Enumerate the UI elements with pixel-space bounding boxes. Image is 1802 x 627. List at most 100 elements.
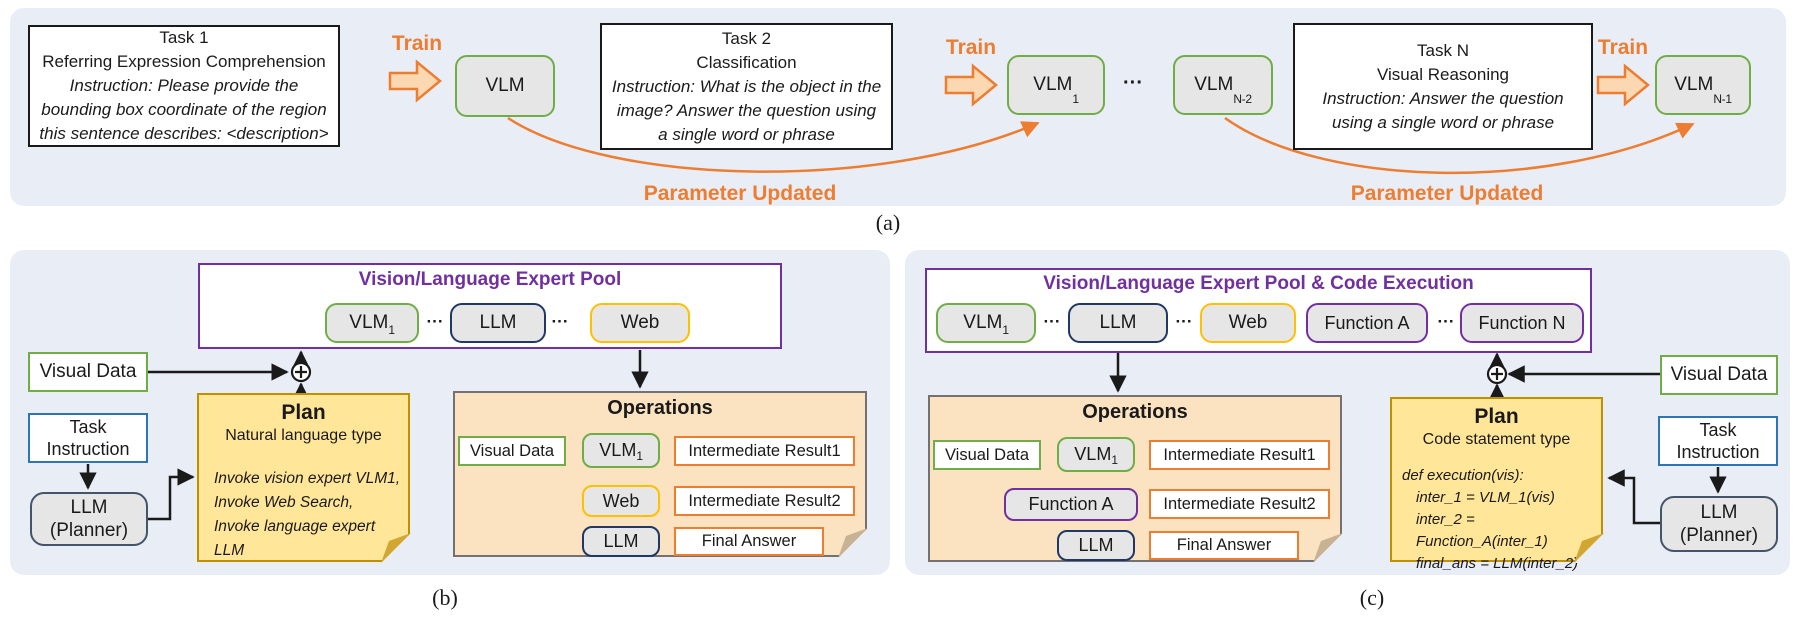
caption-b: (b) xyxy=(432,585,458,610)
planner-line1: LLM xyxy=(70,497,108,518)
train-block-arrow-2 xyxy=(944,63,998,107)
ops-input-label: Visual Data xyxy=(944,445,1030,464)
ops-final-answer-b: Final Answer xyxy=(674,527,824,556)
task-instruction-box-c: Task Instruction xyxy=(1658,416,1778,466)
train-label-3: Train xyxy=(1597,36,1649,59)
model-subscript: N-2 xyxy=(1233,92,1252,106)
plan-line: Invoke language expert LLM xyxy=(214,518,376,559)
task-instruction-text: Instruction: Answer the question using a… xyxy=(1322,88,1564,132)
model-name: VLM xyxy=(599,440,637,460)
task-instruction-line2: Instruction xyxy=(46,439,130,459)
folded-corner xyxy=(1573,532,1604,563)
ellipsis: ··· xyxy=(551,312,569,331)
plan-code-line: inter_2 = Function_A(inter_1) xyxy=(1416,511,1548,550)
model-name: VLM xyxy=(1194,74,1234,95)
ops-final-answer-c: Final Answer xyxy=(1149,531,1299,560)
function-name: Function A xyxy=(1028,494,1114,514)
train-label-1: Train xyxy=(391,32,443,55)
ops-result2-c: Intermediate Result2 xyxy=(1149,489,1330,519)
result-label: Intermediate Result2 xyxy=(688,491,841,510)
task-instruction-line2: Instruction xyxy=(1676,442,1760,462)
final-answer-label: Final Answer xyxy=(1176,536,1272,554)
parameter-updated-arrow-2 xyxy=(1224,116,1695,175)
caption-a: (a) xyxy=(875,210,901,235)
model-name: VLM xyxy=(1033,74,1073,95)
ellipsis: ··· xyxy=(1437,312,1455,331)
model-subscript: 1 xyxy=(388,323,395,337)
plan-subtitle: Natural language type xyxy=(225,427,382,444)
plan-subtitle: Code statement type xyxy=(1422,431,1571,448)
tool-name: Web xyxy=(1228,312,1268,333)
llm-planner-box-b: LLM (Planner) xyxy=(30,492,148,546)
model-name: LLM xyxy=(479,312,517,333)
vlm-chip: VLM xyxy=(455,55,555,117)
parameter-updated-arrow-1 xyxy=(507,116,1040,173)
ops-result1-b: Intermediate Result1 xyxy=(674,436,855,466)
pool-llm-chip-c: LLM xyxy=(1068,303,1168,343)
ops-result1-c: Intermediate Result1 xyxy=(1149,440,1330,470)
result-label: Intermediate Result1 xyxy=(1163,445,1316,464)
ops-step3-chip-b: LLM xyxy=(582,526,660,557)
ellipsis: ··· xyxy=(426,312,444,331)
tool-name: Web xyxy=(602,490,640,511)
plan-line: Invoke vision expert VLM1, xyxy=(214,470,401,487)
plan-line: Invoke Web Search, xyxy=(214,494,354,511)
ops-input-label: Visual Data xyxy=(469,441,555,460)
merge-plus-circle-icon-c xyxy=(1486,363,1508,385)
model-name: LLM xyxy=(1078,535,1114,555)
final-answer-label: Final Answer xyxy=(701,532,797,550)
visual-data-label: Visual Data xyxy=(1670,364,1768,385)
model-name: VLM xyxy=(349,312,389,333)
ops-step3-chip-c: LLM xyxy=(1057,530,1135,561)
operations-title: Operations xyxy=(607,397,713,419)
plan-code-line: inter_1 = VLM_1(vis) xyxy=(1416,489,1555,506)
folded-corner xyxy=(1312,532,1343,563)
planner-line1: LLM xyxy=(1700,502,1738,523)
task-instruction-line1: Task xyxy=(1699,420,1737,440)
task-title: Task 2 xyxy=(721,28,772,48)
pool-function-n-chip-c: Function N xyxy=(1460,303,1584,343)
ellipsis: ··· xyxy=(1175,312,1193,331)
model-subscript: 1 xyxy=(636,449,643,463)
model-name: VLM xyxy=(485,75,525,96)
task-title: Task N xyxy=(1417,40,1469,60)
train-label-2: Train xyxy=(945,36,997,59)
visual-data-box-b: Visual Data xyxy=(28,352,148,392)
ops-input-c: Visual Data xyxy=(933,440,1041,470)
result-label: Intermediate Result2 xyxy=(1163,494,1316,513)
train-block-arrow-1 xyxy=(388,59,442,103)
model-subscript: 1 xyxy=(1002,323,1009,337)
task-card-2: Task 2 Classification Instruction: What … xyxy=(600,23,893,150)
operations-title: Operations xyxy=(1082,401,1188,423)
parameter-updated-label-2: Parameter Updated xyxy=(1350,182,1544,205)
pool-llm-chip-b: LLM xyxy=(450,303,546,343)
plan-note-c: Plan Code statement type def execution(v… xyxy=(1390,397,1604,572)
plan-title: Plan xyxy=(1474,405,1519,428)
pool-web-chip-b: Web xyxy=(590,303,690,343)
model-name: LLM xyxy=(1099,312,1137,333)
pool-function-a-chip-c: Function A xyxy=(1306,303,1428,343)
plan-title: Plan xyxy=(281,401,326,424)
ops-result2-b: Intermediate Result2 xyxy=(674,486,855,516)
plan-note-b: Plan Natural language type Invoke vision… xyxy=(197,393,411,563)
train-block-arrow-3 xyxy=(1596,63,1650,107)
tool-name: Web xyxy=(620,312,660,333)
task-instruction-line1: Task xyxy=(69,417,107,437)
planner-line2: (Planner) xyxy=(49,520,129,541)
ops-step2-chip-b: Web xyxy=(582,485,660,517)
visual-data-box-c: Visual Data xyxy=(1660,355,1778,395)
plan-code-line: final_ans = LLM(inter_2) xyxy=(1416,555,1579,572)
function-name: Function A xyxy=(1324,312,1410,333)
model-subscript: N-1 xyxy=(1713,92,1732,106)
ellipsis: ··· xyxy=(1043,312,1061,331)
merge-plus-circle-icon-b xyxy=(290,361,312,383)
arrow-planner-to-plan-b xyxy=(148,468,195,521)
task-instruction-text: Instruction: Please provide the bounding… xyxy=(39,76,329,143)
